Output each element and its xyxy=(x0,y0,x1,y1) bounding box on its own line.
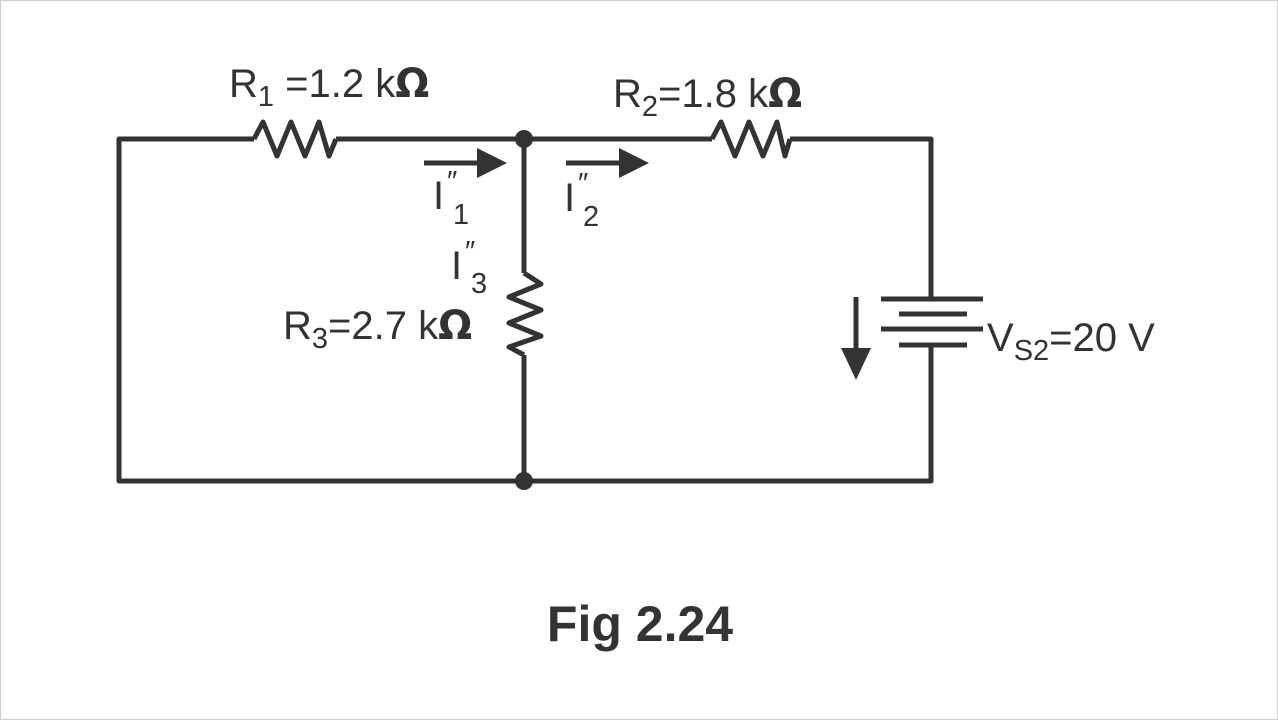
battery-gap xyxy=(921,301,943,347)
resistor-r2 xyxy=(709,119,793,159)
svg-text:″: ″ xyxy=(465,236,475,268)
wire-top-right xyxy=(790,136,934,299)
svg-text:″: ″ xyxy=(447,166,457,198)
label-r1: R1 =1.2 kΩ xyxy=(229,61,429,113)
label-r3: R3=2.7 kΩ xyxy=(283,303,472,355)
current-i2-arrow-icon xyxy=(566,148,649,178)
svg-text:I: I xyxy=(564,176,575,220)
label-i3: I ″ 3 xyxy=(451,236,487,300)
voltage-arrow-icon xyxy=(841,297,871,380)
current-i1-arrow-icon xyxy=(424,148,507,178)
junction-node-top xyxy=(515,130,533,148)
svg-text:″: ″ xyxy=(578,168,588,200)
svg-text:I: I xyxy=(451,244,462,288)
resistor-r1 xyxy=(251,119,339,159)
label-vs2: VS2=20 V xyxy=(987,316,1155,367)
label-i2: I ″ 2 xyxy=(564,168,599,233)
junction-node-bottom xyxy=(515,472,533,490)
label-r2: R2=1.8 kΩ xyxy=(613,71,802,123)
battery-vs2 xyxy=(881,296,983,348)
resistor-r3 xyxy=(506,270,544,358)
figure-caption: Fig 2.24 xyxy=(547,596,733,652)
svg-text:1: 1 xyxy=(453,199,469,231)
label-i1: I ″ 1 xyxy=(433,166,469,231)
svg-text:2: 2 xyxy=(583,201,599,233)
svg-text:I: I xyxy=(433,174,444,218)
svg-text:3: 3 xyxy=(471,268,487,300)
